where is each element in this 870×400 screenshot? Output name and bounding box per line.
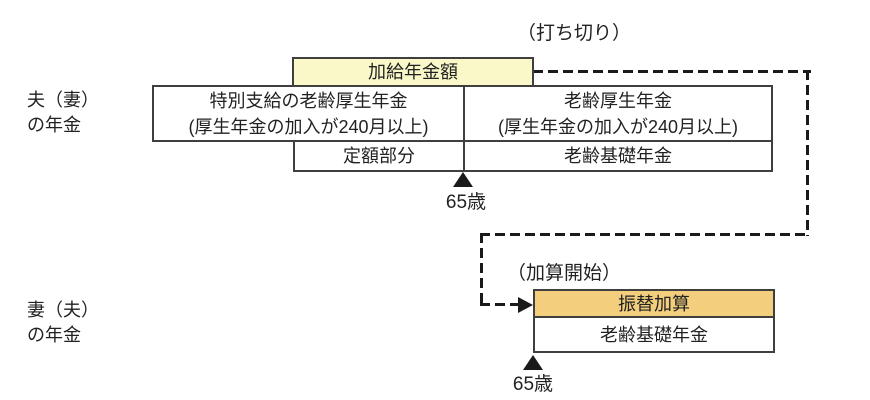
wife-pension-row-label: 妻（夫） の年金 (27, 298, 99, 348)
transfer-dash-arrow-segment (480, 303, 520, 306)
age-65-marker-icon-husband (453, 172, 473, 187)
rourei-kiso-nenkin-box-husband: 老齢基礎年金 (463, 140, 773, 172)
kakyu-nenkin-box: 加給年金額 (292, 57, 534, 87)
special-kousei-line2: (厚生年金の加入が240月以上) (188, 116, 429, 137)
furikae-kasan-label: 振替加算 (618, 293, 690, 314)
husband-pension-row-label: 夫（妻） の年金 (27, 88, 99, 138)
wife-pension-row-label-line1: 妻（夫） (27, 300, 99, 320)
rourei-kiso-nenkin-box-wife: 老齢基礎年金 (533, 316, 775, 353)
husband-pension-row-label-line2: の年金 (27, 115, 81, 135)
teigaku-bubun-label: 定額部分 (343, 146, 415, 166)
rourei-kiso-label-wife: 老齢基礎年金 (600, 324, 708, 345)
teigaku-bubun-box: 定額部分 (293, 140, 465, 172)
rourei-kiso-label-husband: 老齢基礎年金 (564, 146, 672, 166)
special-kousei-line1: 特別支給の老齢厚生年金 (209, 90, 408, 111)
cutoff-annotation: （打ち切り） (517, 23, 632, 44)
arrow-right-icon (518, 297, 533, 313)
cutoff-dash-vertical (806, 70, 809, 236)
rourei-kousei-nenkin-box: 老齢厚生年金 (厚生年金の加入が240月以上) (463, 85, 773, 142)
age-65-label-wife: 65歳 (512, 374, 554, 395)
kakyu-nenkin-label: 加給年金額 (368, 62, 458, 82)
cutoff-dash-horizontal (533, 70, 811, 73)
husband-pension-row-label-line1: 夫（妻） (27, 90, 99, 110)
rourei-kousei-line1: 老齢厚生年金 (564, 90, 672, 111)
wife-pension-row-label-line2: の年金 (27, 325, 81, 345)
transfer-dash-horizontal (480, 233, 809, 236)
furikae-kasan-box: 振替加算 (533, 289, 775, 318)
age-65-marker-icon-wife (523, 355, 543, 370)
transfer-dash-vertical (480, 233, 483, 306)
special-kousei-nenkin-box: 特別支給の老齢厚生年金 (厚生年金の加入が240月以上) (152, 85, 465, 142)
addition-start-annotation: （加算開始） (507, 263, 622, 284)
rourei-kousei-line2: (厚生年金の加入が240月以上) (497, 116, 739, 137)
age-65-label-husband: 65歳 (445, 192, 487, 213)
